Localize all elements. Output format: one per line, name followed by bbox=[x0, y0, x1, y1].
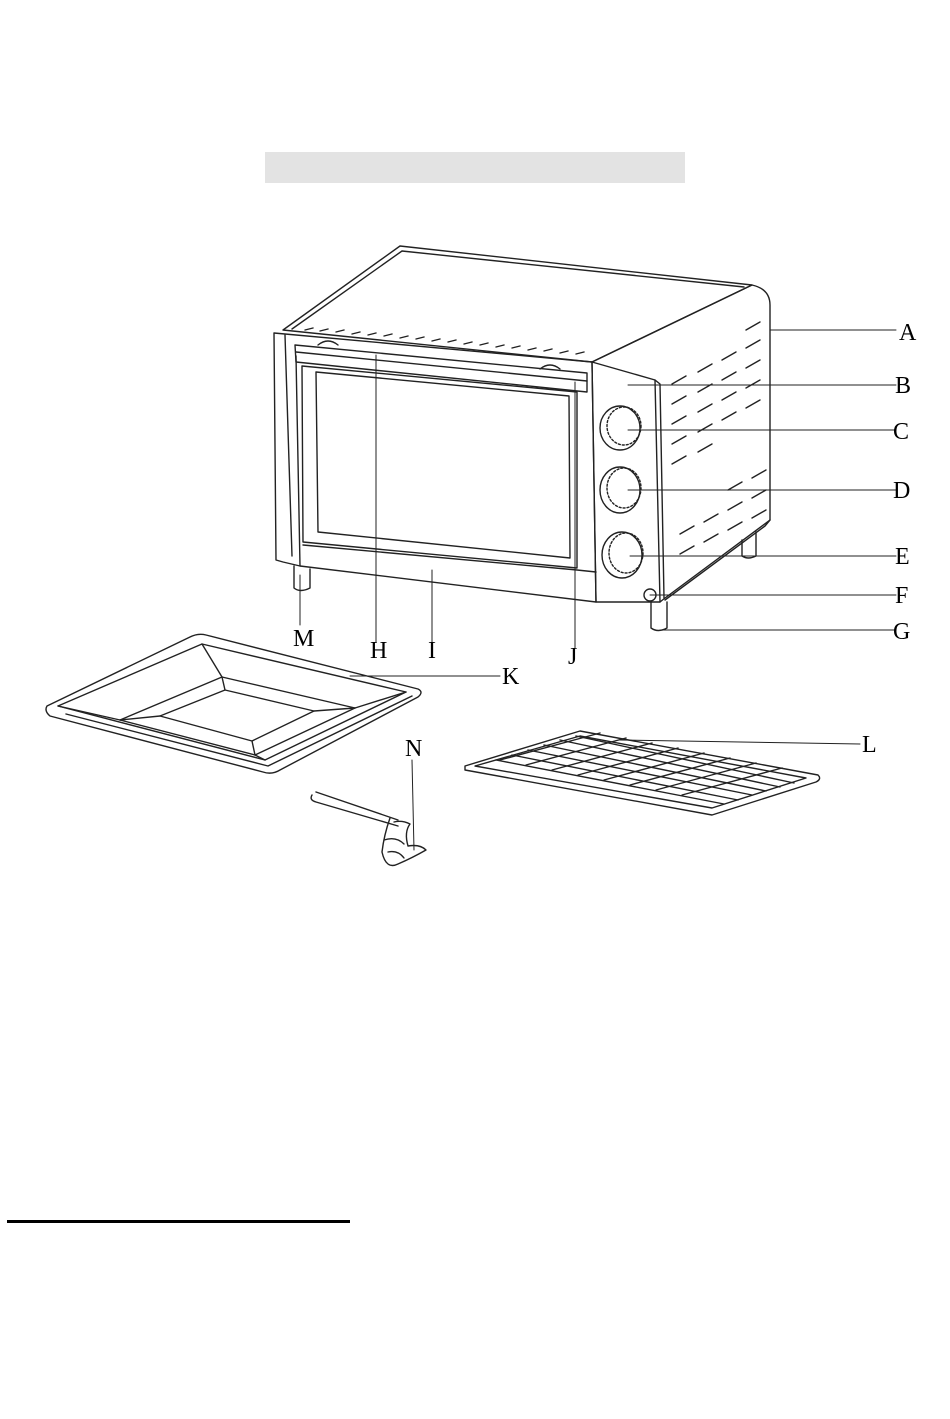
label-g: G bbox=[893, 619, 910, 645]
label-d: D bbox=[893, 478, 910, 504]
tray-handle bbox=[311, 792, 426, 866]
label-h: H bbox=[370, 638, 387, 664]
baking-tray bbox=[46, 634, 421, 773]
label-l: L bbox=[862, 732, 877, 758]
label-c: C bbox=[893, 419, 909, 445]
label-k: K bbox=[502, 664, 520, 690]
label-n: N bbox=[405, 736, 422, 762]
door-glass bbox=[302, 366, 577, 568]
part-labels: A B C D E F G M H I J K L N bbox=[293, 320, 917, 762]
label-i: I bbox=[428, 638, 436, 664]
oven-body bbox=[274, 246, 770, 631]
function-knob bbox=[602, 532, 643, 578]
label-b: B bbox=[895, 373, 911, 399]
timer-knob bbox=[600, 406, 641, 450]
label-j: J bbox=[568, 644, 577, 670]
section-rule bbox=[7, 1220, 350, 1223]
label-e: E bbox=[895, 544, 910, 570]
control-panel bbox=[592, 362, 664, 602]
label-a: A bbox=[899, 320, 917, 346]
label-f: F bbox=[895, 583, 908, 609]
wire-rack bbox=[465, 731, 820, 815]
side-vents bbox=[672, 322, 766, 554]
label-m: M bbox=[293, 626, 314, 652]
